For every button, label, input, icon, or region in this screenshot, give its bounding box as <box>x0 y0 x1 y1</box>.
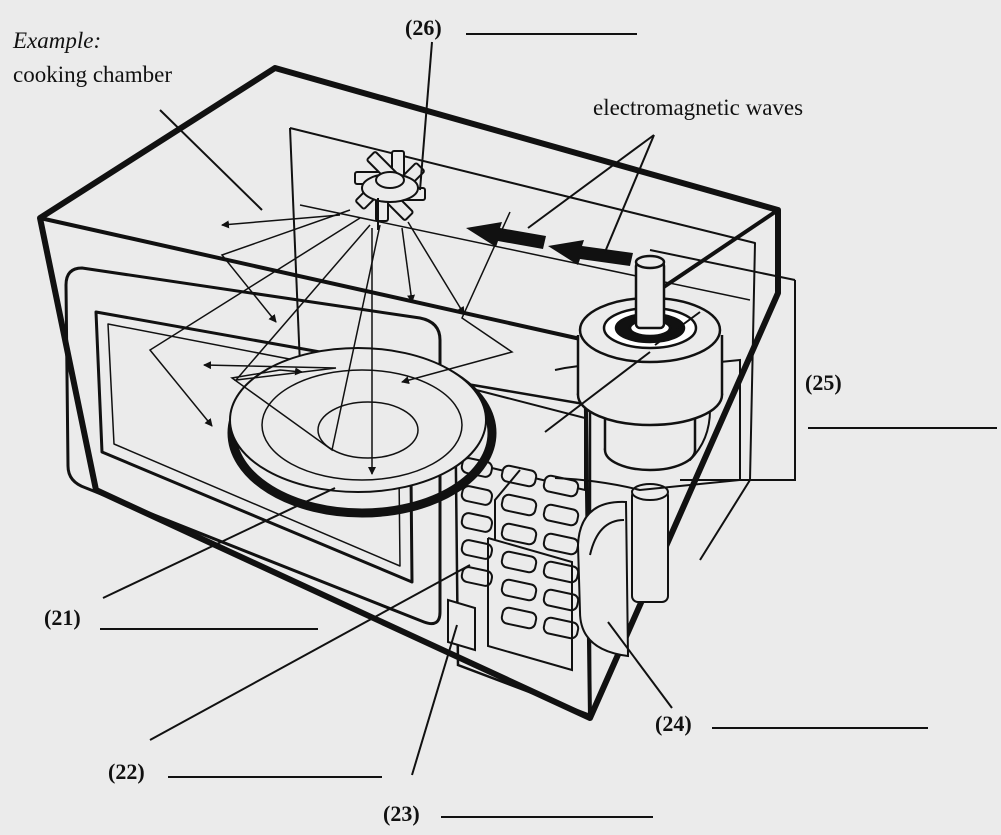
keypad-button <box>460 539 494 560</box>
example-heading: Example: <box>13 28 102 53</box>
answer-blanks <box>100 33 928 818</box>
keypad-button <box>500 550 538 574</box>
stirrer-fan <box>354 150 426 230</box>
magnetron <box>576 254 724 472</box>
keypad-button <box>460 512 494 533</box>
leader-lines <box>102 41 997 776</box>
turntable <box>227 347 497 518</box>
label-23: (23) <box>383 801 420 826</box>
keypad-button <box>542 532 580 556</box>
keypad-button <box>500 578 538 602</box>
label-21: (21) <box>44 605 81 630</box>
keypad-button <box>542 560 580 584</box>
keypad-button <box>500 493 538 517</box>
keypad-button <box>542 588 580 612</box>
capacitor <box>631 483 669 603</box>
waves-caption: electromagnetic waves <box>593 95 804 120</box>
label-24: (24) <box>655 711 692 736</box>
transformer <box>576 500 630 658</box>
label-26: (26) <box>405 15 442 40</box>
wave-paths <box>148 209 514 475</box>
circuit-board <box>447 469 573 672</box>
keypad-button <box>460 485 494 506</box>
keypad-button <box>542 503 580 527</box>
keypad-button <box>460 566 494 587</box>
keypad-button <box>500 606 538 630</box>
keypad-button <box>542 616 580 640</box>
label-22: (22) <box>108 759 145 784</box>
keypad <box>460 457 580 640</box>
example-answer: cooking chamber <box>13 62 173 87</box>
keypad-button <box>500 522 538 546</box>
wave-arrows <box>466 222 633 266</box>
label-25: (25) <box>805 370 842 395</box>
